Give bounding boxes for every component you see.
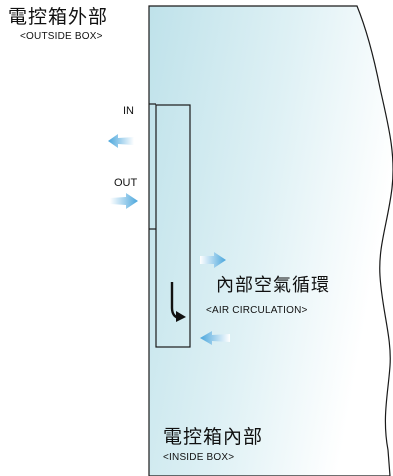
return-flow-icon	[170, 282, 186, 322]
air-circulation-subtitle: <AIR CIRCULATION>	[206, 305, 308, 316]
inside-box-subtitle: <INSIDE BOX>	[163, 452, 235, 463]
circulation-out-arrow-icon	[200, 252, 226, 268]
heat-exchanger-panel	[155, 104, 191, 348]
control-box-body	[148, 5, 393, 476]
in-label: IN	[123, 105, 134, 117]
circulation-in-arrow-icon	[200, 331, 230, 345]
inside-box-title: 電控箱內部	[163, 426, 264, 448]
in-arrow-icon	[108, 134, 134, 148]
air-circulation-title: 內部空氣循環	[216, 275, 330, 296]
out-label: OUT	[114, 177, 138, 189]
out-arrow-icon	[110, 193, 138, 209]
outside-box-subtitle: <OUTSIDE BOX>	[20, 31, 103, 42]
outside-box-title: 電控箱外部	[8, 6, 109, 28]
